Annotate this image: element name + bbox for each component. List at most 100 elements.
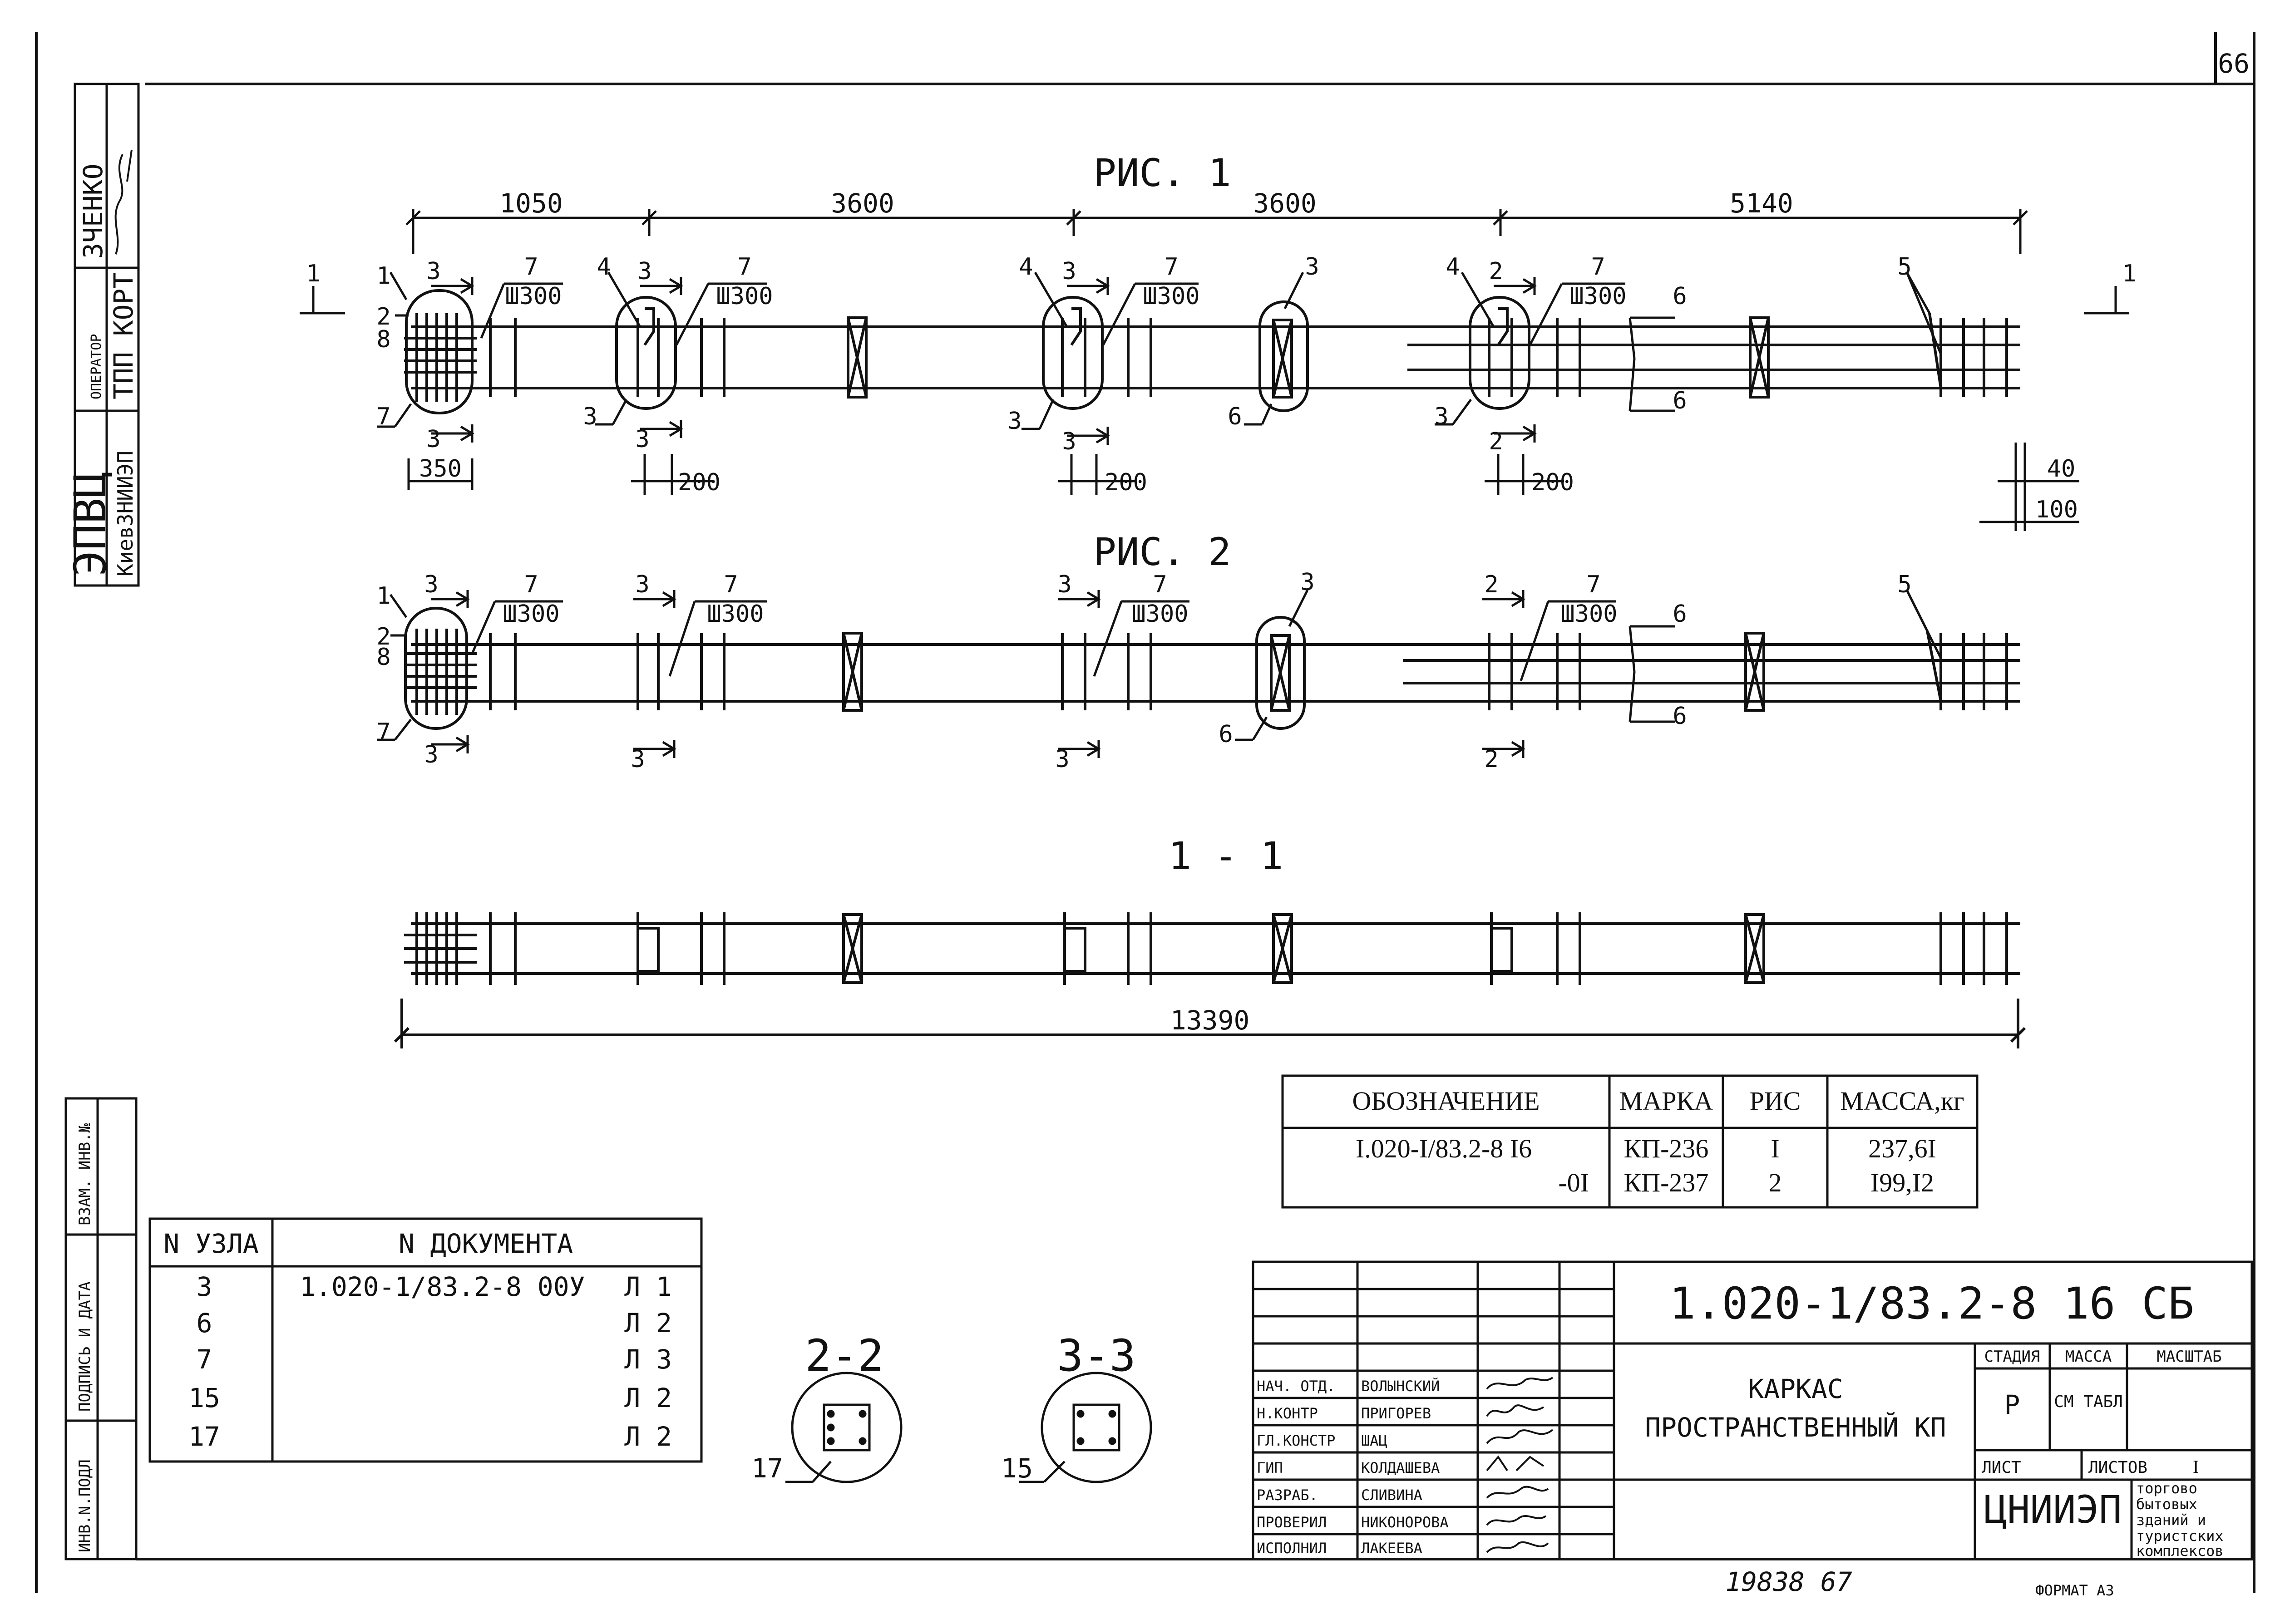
spec-header-fig: РИС xyxy=(1750,1086,1801,1116)
left-columns xyxy=(64,1097,138,1560)
fig2-call-6c: 6 xyxy=(1673,703,1687,730)
fig1-call-7a: 7 xyxy=(376,403,390,430)
fig1-spacing-b: Ш300 xyxy=(716,283,773,310)
fig1-call-3d: 3 xyxy=(1305,253,1319,281)
fig2-spacing-d: Ш300 xyxy=(1560,600,1617,628)
name-1: ВОЛЫНСКИЙ xyxy=(1361,1378,1440,1395)
fig2-sec3-bot-b: 3 xyxy=(631,746,645,773)
name-4: КОЛДАШЕВА xyxy=(1361,1459,1440,1476)
org-desc-4: туристских xyxy=(2136,1527,2224,1545)
fig1-sec3-bot-a: 3 xyxy=(426,426,440,453)
format-label: ФОРМАТ А3 xyxy=(2035,1582,2114,1599)
scale-label: МАСШТАБ xyxy=(2156,1348,2221,1366)
fig1-call-7-top-b: 7 xyxy=(737,253,751,281)
fig2-sec2-top: 2 xyxy=(1484,571,1498,598)
fig1-call-4a: 4 xyxy=(597,253,611,281)
section-33-call-15: 15 xyxy=(1001,1453,1033,1484)
name-6: НИКОНОРОВА xyxy=(1361,1514,1449,1531)
name-3: ШАЦ xyxy=(1361,1432,1387,1449)
title-block-signatures xyxy=(1486,1377,1554,1553)
mass-note: СМ ТАБЛ xyxy=(2054,1393,2123,1411)
sheet-label: ЛИСТ xyxy=(1982,1458,2021,1477)
role-6: ПРОВЕРИЛ xyxy=(1257,1514,1327,1531)
spec-header-designation: ОБОЗНАЧЕНИЕ xyxy=(1352,1086,1540,1116)
fig2-sec3-top-a: 3 xyxy=(424,571,438,598)
fig2-call-1: 1 xyxy=(376,582,390,610)
fig1-section-markers xyxy=(300,271,2129,531)
name-5: СЛИВИНА xyxy=(1361,1486,1422,1504)
spec-header-mass: МАССА,кг xyxy=(1840,1086,1964,1116)
fig1-sec2-bot: 2 xyxy=(1489,428,1503,455)
nodes-row1-node: 3 xyxy=(197,1271,212,1302)
dim-200-b: 200 xyxy=(1105,469,1147,496)
fig1-sec3-top-a: 3 xyxy=(426,258,440,285)
section-33 xyxy=(1019,1372,1152,1483)
nodes-row3-node: 7 xyxy=(197,1344,212,1375)
title-block-text: 1.020-1/83.2-8 16 СБ КАРКАС ПРОСТРАНСТВЕ… xyxy=(1257,1278,2224,1560)
mass-label: МАССА xyxy=(2065,1348,2112,1366)
org-desc-3: зданий и xyxy=(2136,1511,2206,1529)
section-22 xyxy=(785,1372,903,1483)
fig1-call-4c: 4 xyxy=(1446,253,1460,281)
fig1-call-1: 1 xyxy=(376,262,390,290)
left-col-inv-replace: ВЗАМ. ИНВ.№ xyxy=(76,1123,94,1225)
fig1-call-4b: 4 xyxy=(1019,253,1033,281)
stamp-org: ЭПВЦ xyxy=(65,472,116,576)
role-2: Н.КОНТР xyxy=(1257,1405,1318,1422)
fig1-callouts: 1 1 1 2 8 7 3 3 7 Ш300 4 3 7 Ш300 3 3 4 … xyxy=(306,253,2136,523)
dim-3600-b: 3600 xyxy=(1253,188,1317,219)
fig2-call-5: 5 xyxy=(1897,571,1911,598)
sheets-value: I xyxy=(2193,1457,2199,1477)
stage-value: Р xyxy=(2004,1389,2020,1420)
nodes-table xyxy=(148,1217,703,1463)
dim-100: 100 xyxy=(2035,496,2078,523)
section-33-title: 3-3 xyxy=(1057,1330,1135,1381)
stage-label: СТАДИЯ xyxy=(1984,1348,2040,1366)
spec-table-text: ОБОЗНАЧЕНИЕ МАРКА РИС МАССА,кг I.020-I/8… xyxy=(1352,1086,1964,1197)
nodes-row1-doc: 1.020-1/83.2-8 00У xyxy=(300,1271,585,1302)
stamp-name: ЗЧЕНКО xyxy=(78,163,109,259)
title-block xyxy=(1252,1260,2253,1560)
fig2-spacing-a: Ш300 xyxy=(503,600,559,628)
spec-row1-mark: КП-236 xyxy=(1624,1134,1709,1163)
role-5: РАЗРАБ. xyxy=(1257,1486,1318,1504)
fig2-sec3-bot-c: 3 xyxy=(1055,746,1069,773)
fig2-call-7-top-a: 7 xyxy=(524,571,538,598)
fig1-spacing-a: Ш300 xyxy=(505,283,562,310)
spec-row1-mass: 237,6I xyxy=(1868,1134,1936,1163)
left-col-sign-date: ПОДПИСЬ И ДАТА xyxy=(76,1281,94,1412)
fig1-sec3-top-c: 3 xyxy=(1062,258,1076,285)
fig2-call-2: 2 xyxy=(376,623,390,650)
spec-row1-designation: I.020-I/83.2-8 I6 xyxy=(1356,1134,1532,1163)
org-desc-2: бытовых xyxy=(2136,1496,2197,1513)
sheet-frame xyxy=(35,32,2255,1593)
role-4: ГИП xyxy=(1257,1459,1283,1476)
page-number: 66 xyxy=(2218,48,2250,79)
fig1-frame xyxy=(404,289,2020,414)
section-22-title: 2-2 xyxy=(805,1330,883,1381)
dim-5140: 5140 xyxy=(1730,188,1793,219)
fig2-call-8: 8 xyxy=(376,644,390,671)
nodes-table-text: N УЗЛА N ДОКУМЕНТА 3 1.020-1/83.2-8 00У … xyxy=(163,1228,672,1452)
spec-row2-designation: -0I xyxy=(1558,1168,1589,1197)
dim-1050: 1050 xyxy=(499,188,563,219)
nodes-row5-sheet: Л 2 xyxy=(624,1421,672,1452)
doc-code: 1.020-1/83.2-8 16 СБ xyxy=(1669,1278,2194,1329)
fig1-call-3e: 3 xyxy=(1434,403,1448,430)
stamp-signature xyxy=(114,149,133,255)
nodes-row3-sheet: Л 3 xyxy=(624,1344,672,1375)
dim-13390: 13390 xyxy=(1170,1005,1250,1036)
fig2-call-6b: 6 xyxy=(1673,600,1687,628)
fig1-call-2: 2 xyxy=(376,303,390,330)
org-name: ЦНИИЭП xyxy=(1984,1487,2122,1532)
stamp-operator: ТПП КОРТ xyxy=(108,273,139,399)
org-desc-5: комплексов xyxy=(2136,1542,2224,1560)
fig2-sec3-top-b: 3 xyxy=(635,571,649,598)
left-stamp: ЭПВЦ КиевЗНИИЭП ОПЕРАТОР ТПП КОРТ ЗЧЕНКО xyxy=(65,83,140,587)
fig1-call-3b: 3 xyxy=(583,403,597,430)
nodes-row2-node: 6 xyxy=(197,1308,212,1339)
section-11-frame xyxy=(394,912,2026,1048)
fig1-section1-right: 1 xyxy=(2122,260,2136,287)
dim-40: 40 xyxy=(2047,455,2076,482)
